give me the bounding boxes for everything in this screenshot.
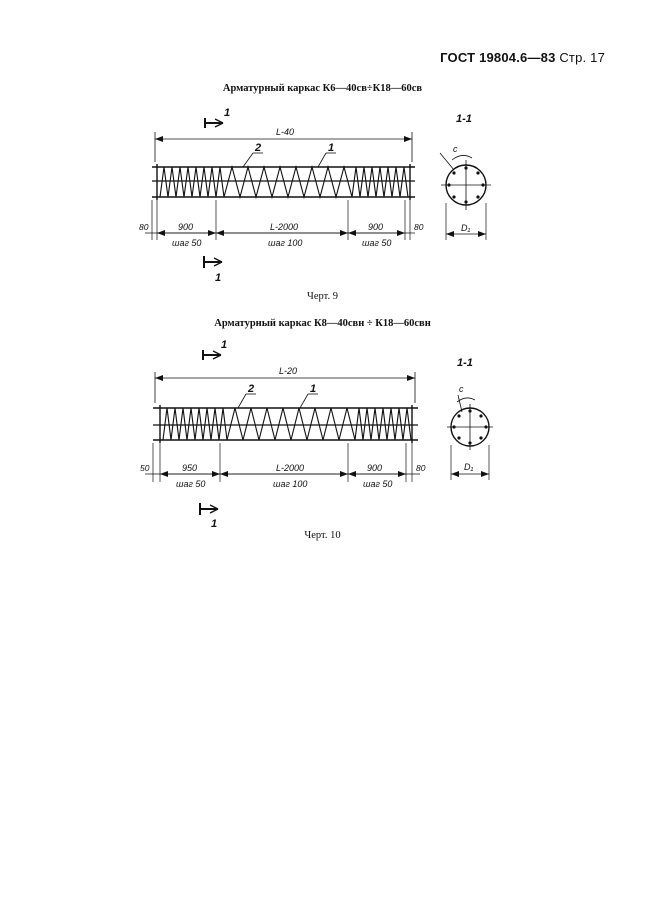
section-cut-mark-bottom — [203, 256, 222, 268]
figure-9-labels: 1 1 L-40 2 1 80 900 L-2000 900 80 шаг 50… — [139, 107, 472, 284]
pitch-right-label: шаг 50 — [362, 238, 391, 248]
cover-leader — [439, 152, 455, 171]
pitch-mid-label: шаг 100 — [273, 479, 307, 489]
figure-10-caption: Черт. 10 — [304, 530, 341, 541]
spiral-winding — [159, 164, 409, 200]
overall-length-label: L-20 — [279, 366, 297, 376]
callout-2: 2 — [254, 142, 261, 154]
standard-number: ГОСТ 19804.6—83 — [440, 50, 556, 65]
end-right-label: 80 — [416, 463, 426, 473]
cross-section-bars — [452, 409, 488, 445]
cover-label: c — [459, 384, 464, 394]
section-mark-top: 1 — [221, 339, 227, 351]
pitch-left-label: шаг 50 — [176, 479, 205, 489]
pitch-left-label: шаг 50 — [172, 238, 201, 248]
section-label: 1-1 — [456, 113, 472, 125]
diameter-label: D₁ — [461, 223, 470, 233]
end-right-label: 80 — [414, 222, 424, 232]
section-mark-bottom: 1 — [211, 518, 217, 530]
section-cut-mark-bottom — [199, 503, 218, 515]
cover-leader — [457, 394, 463, 413]
page-number: Стр. 17 — [559, 50, 605, 65]
seg-mid-label: L-2000 — [276, 463, 304, 473]
section-mark-top: 1 — [224, 107, 230, 119]
figure-9-title: Арматурный каркас К6—40св÷К18—60св — [222, 83, 423, 94]
figure-9-drawing — [145, 118, 491, 268]
figure-10-title: Арматурный каркас К8—40свн ÷ К18—60свн — [214, 318, 431, 329]
figure-9-caption: Черт. 9 — [307, 291, 338, 302]
figure-10-drawing — [145, 350, 493, 515]
diameter-label: D₁ — [464, 462, 473, 472]
end-left-label: 80 — [139, 222, 149, 232]
overall-length-label: L-40 — [276, 127, 294, 137]
callout-1: 1 — [310, 383, 316, 395]
spiral-winding — [162, 407, 412, 441]
pitch-right-label: шаг 50 — [363, 479, 392, 489]
section-cut-mark-top — [204, 118, 223, 128]
callout-1: 1 — [328, 142, 334, 154]
cross-section-bars — [447, 166, 485, 204]
seg-mid-label: L-2000 — [270, 222, 298, 232]
section-label: 1-1 — [457, 357, 473, 369]
figure-10-labels: 1 1 L-20 2 1 50 950 L-2000 900 80 шаг 50… — [140, 339, 473, 530]
seg-left-label: 950 — [182, 463, 197, 473]
callout-2: 2 — [247, 383, 254, 395]
cover-label: c — [453, 144, 458, 154]
seg-right-label: 900 — [367, 463, 382, 473]
end-left-label: 50 — [140, 463, 150, 473]
seg-right-label: 900 — [368, 222, 383, 232]
page-header: ГОСТ 19804.6—83 Стр. 17 — [440, 50, 605, 65]
pitch-mid-label: шаг 100 — [268, 238, 302, 248]
seg-left-label: 900 — [178, 222, 193, 232]
section-cut-mark-top — [202, 350, 221, 360]
section-mark-bottom: 1 — [215, 272, 221, 284]
